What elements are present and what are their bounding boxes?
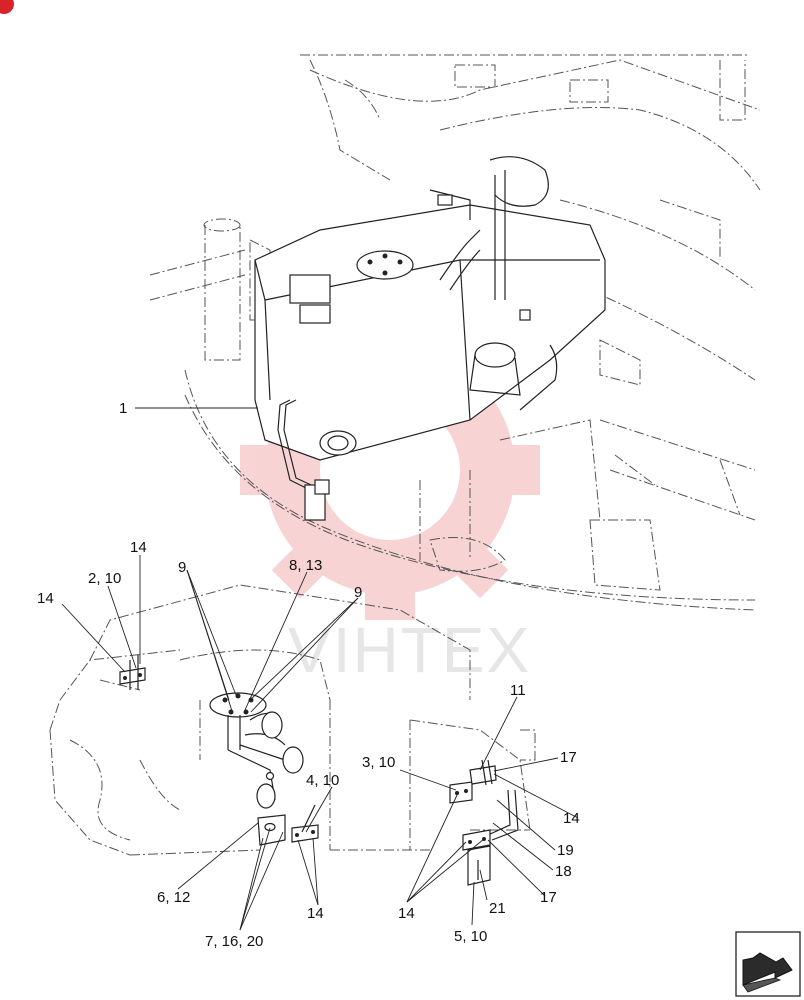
callout-19: 19 xyxy=(557,842,574,859)
callout-21: 21 xyxy=(489,900,506,917)
callout-9: 9 xyxy=(178,559,186,576)
callout-1: 1 xyxy=(119,400,127,417)
callout-17: 17 xyxy=(540,889,557,906)
callout-14: 14 xyxy=(563,810,580,827)
fuel-tank xyxy=(254,156,606,521)
callout-4-10: 4, 10 xyxy=(306,772,339,789)
callout-14: 14 xyxy=(130,539,147,556)
brand-dot-icon xyxy=(0,0,14,14)
callout-2-10: 2, 10 xyxy=(88,570,121,587)
leader-lines xyxy=(61,407,579,931)
callout-8-13: 8, 13 xyxy=(289,557,322,574)
callout-14: 14 xyxy=(37,590,54,607)
callout-7-16-20: 7, 16, 20 xyxy=(205,933,263,950)
callout-11: 11 xyxy=(510,682,526,699)
callout-6-12: 6, 12 xyxy=(157,889,190,906)
upper-frame xyxy=(149,54,761,611)
callout-18: 18 xyxy=(555,863,572,880)
callout-14: 14 xyxy=(398,905,415,922)
callout-3-10: 3, 10 xyxy=(362,754,395,771)
lower-parts xyxy=(119,655,519,886)
lower-frame xyxy=(49,584,536,856)
watermark-text: VIHTEX xyxy=(288,614,531,686)
callout-17: 17 xyxy=(560,749,577,766)
forward-arrow-icon[interactable] xyxy=(735,931,801,997)
callout-14: 14 xyxy=(307,905,324,922)
callout-labels: 1 14 2, 10 14 9 8, 13 9 11 3, 10 17 4, 1… xyxy=(37,400,580,950)
callout-5-10: 5, 10 xyxy=(454,928,487,945)
callout-9: 9 xyxy=(354,584,362,601)
